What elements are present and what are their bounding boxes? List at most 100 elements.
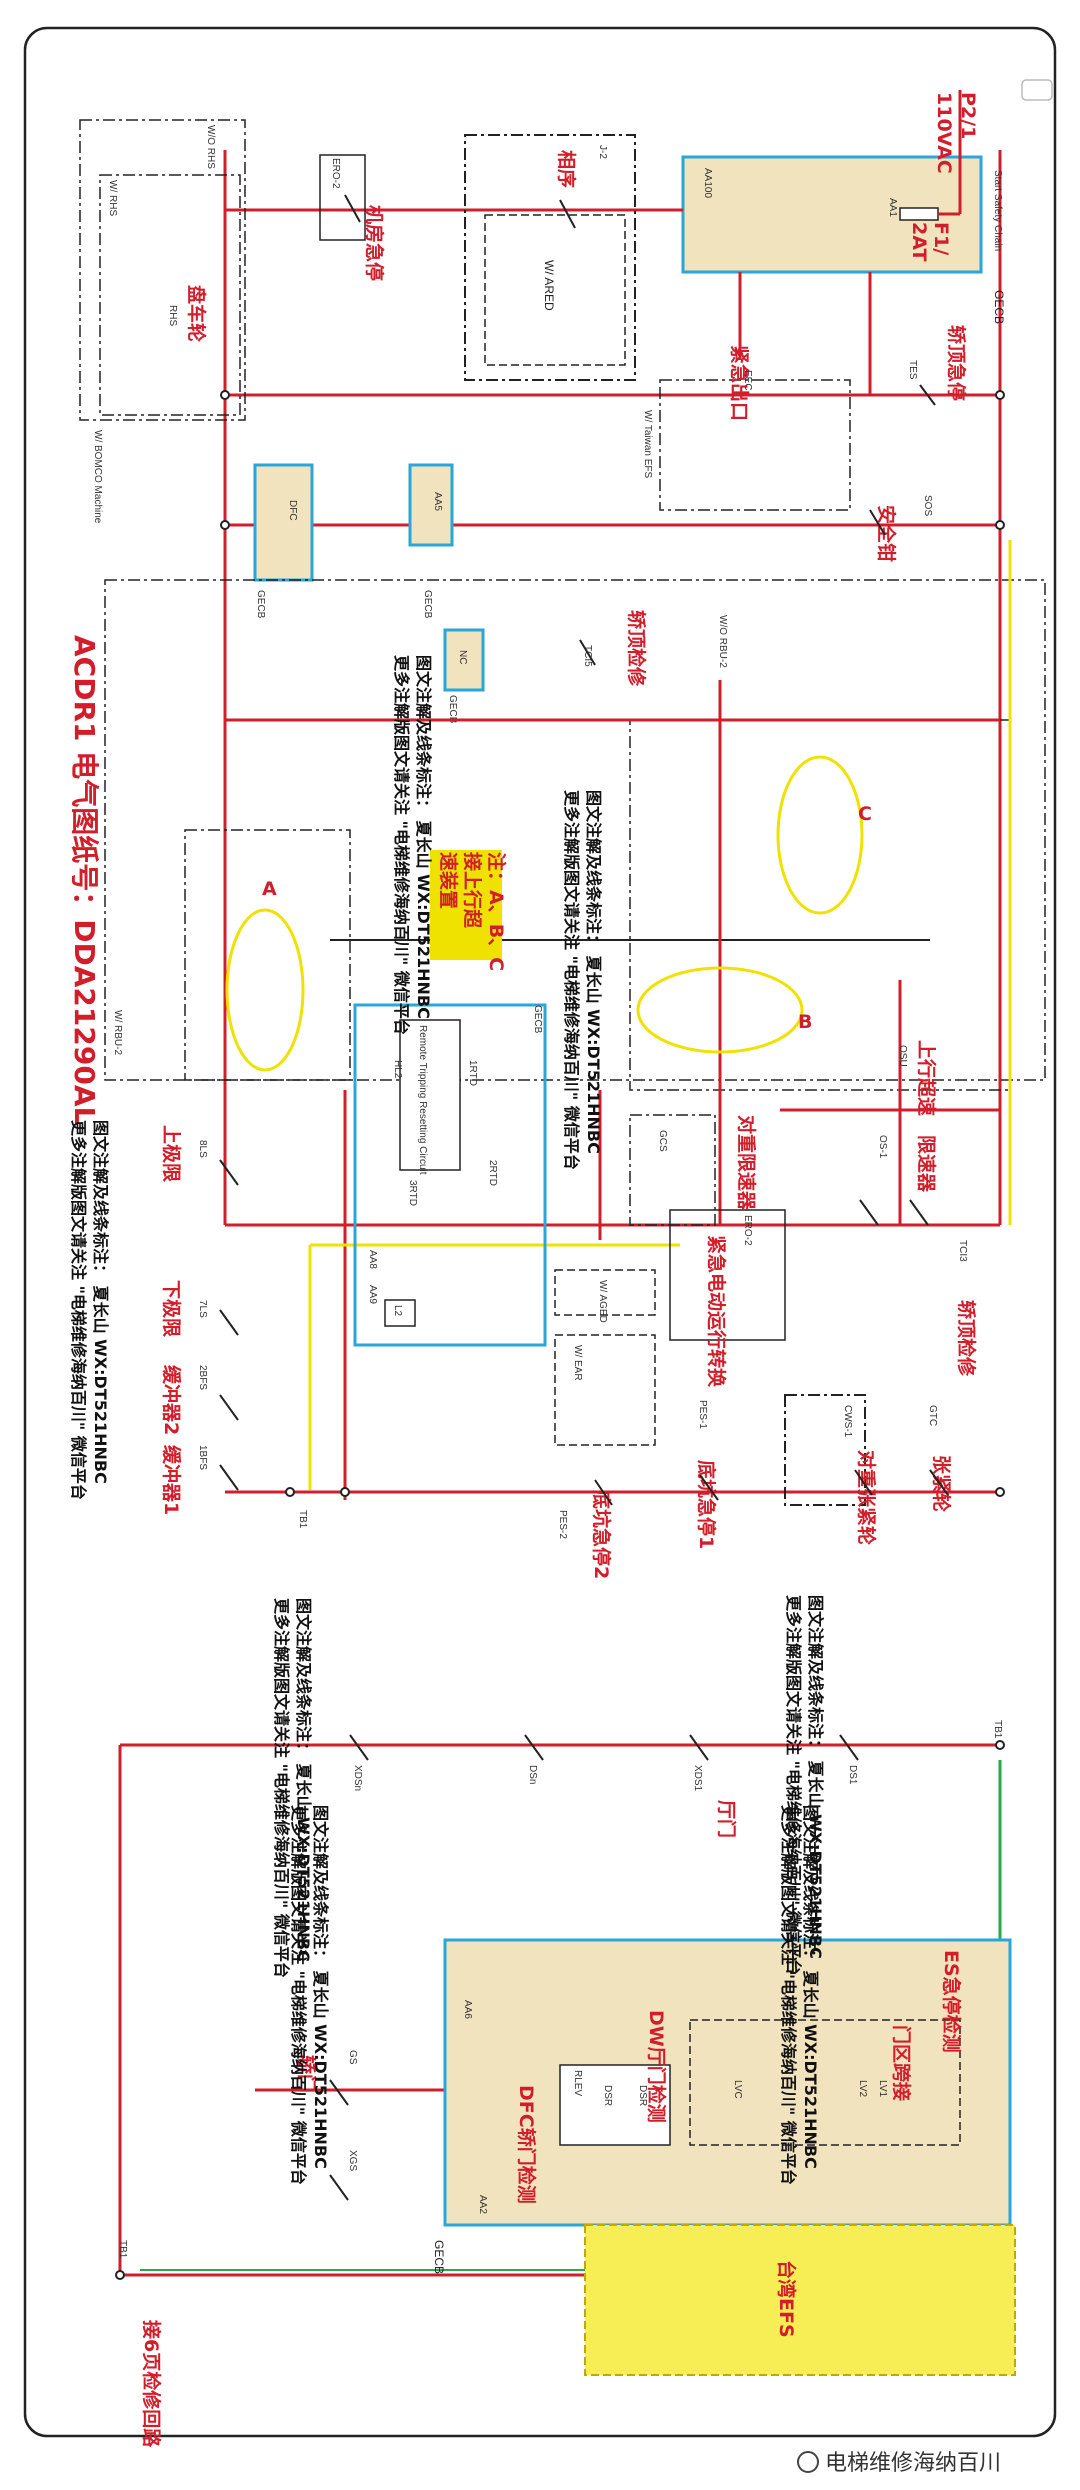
label-j2: J-2 — [597, 145, 608, 159]
note-abc-line1: 注：A、B、C — [485, 852, 508, 971]
box-j2 — [464, 134, 636, 381]
note-2-line1: 图文注解及线条标注： 夏长山 WX:DT521HNBC — [414, 655, 433, 1019]
switch-symbols-top — [220, 194, 1005, 666]
note-3-line2: 更多注解版图文请关注 "电梯维修海纳百川" 微信平台 — [69, 1120, 88, 1500]
corner-mark — [1021, 79, 1053, 101]
note-1: 图文注解及线条标注： 夏长山 WX:DT521HNBC 更多注解版图文请关注 "… — [562, 790, 603, 1170]
label-gs: GS — [347, 2050, 358, 2065]
label-jiche: 机房急停 — [363, 205, 386, 281]
label-hl2: HL2 — [392, 1060, 403, 1079]
box-rbu2 — [184, 829, 351, 1081]
label-jiaoding: 轿顶急停 — [945, 325, 968, 401]
note-4-line1: 图文注解及线条标注： 夏长山 WX:DT521HNBC — [806, 1595, 825, 1959]
gecb-top-label: GECB — [992, 290, 1006, 324]
label-gtc: GTC — [927, 1405, 938, 1426]
box-rbu1 — [629, 719, 1011, 1091]
page-title: ACDR1 电气图纸号：DDA21290AL — [68, 635, 101, 1124]
note-2: 图文注解及线条标注： 夏长山 WX:DT521HNBC 更多注解版图文请关注 "… — [392, 655, 433, 1035]
outer-frame — [23, 26, 1057, 2438]
gecb-safety-label: Start Safety Chain — [992, 170, 1003, 251]
label-gecb-bottom: GECB — [432, 2240, 446, 2274]
box-cws1 — [784, 1394, 866, 1506]
label-ero2-mid: ERO-2 — [742, 1215, 753, 1246]
note-5: 图文注解及线条标注： 夏长山 WX:DT521HNBC 更多注解版图文请关注 "… — [272, 1598, 313, 1978]
box-ero2-mid — [669, 1209, 786, 1341]
label-aa9: AA9 — [367, 1285, 378, 1304]
switch-symbols-mid — [219, 1159, 1005, 1506]
marker-c: C — [858, 803, 872, 825]
box-ero2-top — [319, 154, 366, 241]
label-es-jiting: ES急停检测 — [940, 1950, 963, 2053]
label-lv1: LV1 — [877, 2080, 888, 2097]
box-wo-rhs — [79, 119, 246, 421]
label-xiansuqi: 限速器 — [915, 1135, 938, 1193]
label-tb1-left: TB1 — [117, 2240, 128, 2259]
box-ear — [554, 1334, 656, 1446]
label-cws1: CWS-1 — [842, 1405, 853, 1438]
label-gecb-nc: GECB — [447, 695, 458, 724]
label-duizhong-zhangjin: 对重张紧轮 — [855, 1450, 878, 1545]
note-6-line2: 更多注解版图文请关注 "电梯维修海纳百川" 微信平台 — [289, 1805, 308, 2185]
label-tci3: TCI3 — [957, 1240, 968, 1262]
label-lv2: LV2 — [857, 2080, 868, 2097]
fuse-rating: 2AT — [908, 222, 930, 261]
label-menqu: 门区跨接 — [890, 2025, 913, 2101]
note-5-line2: 更多注解版图文请关注 "电梯维修海纳百川" 微信平台 — [272, 1598, 291, 1978]
label-xdsn: XDSn — [352, 1765, 363, 1791]
label-duizhong: 对重限速器 — [735, 1115, 758, 1211]
label-zhangjinlun: 张紧轮 — [930, 1455, 953, 1512]
l2-symbol — [384, 1299, 416, 1327]
gecb-nc-box — [443, 628, 485, 692]
label-3rtd: 3RTD — [407, 1180, 418, 1206]
gecb-aa6-box — [253, 463, 314, 582]
label-eec: EEC — [742, 370, 753, 391]
remote-tripping-box — [399, 1019, 461, 1171]
marker-b: B — [798, 1011, 812, 1033]
label-wo-rhs: W/O RHS — [205, 125, 216, 169]
label-l2: L2 — [392, 1305, 403, 1317]
label-2rtd: 2RTD — [487, 1160, 498, 1186]
label-shangxing: 上行超速 — [915, 1040, 938, 1116]
label-huanchong2: 缓冲器2 — [160, 1365, 183, 1435]
label-anquanchui: 安全钳 — [875, 505, 898, 562]
label-aged: W/ AGED — [597, 1280, 608, 1323]
note-abc-line2: 接上行超 — [461, 852, 484, 929]
note-4: 图文注解及线条标注： 夏长山 WX:DT521HNBC 更多注解版图文请关注 "… — [784, 1595, 825, 1975]
label-tb1-mid: TB1 — [297, 1510, 308, 1529]
aa1-label: AA1 — [887, 198, 898, 217]
marker-circle-c — [776, 755, 864, 915]
note-7-line2: 更多注解版图文请关注 "电梯维修海纳百川" 微信平台 — [779, 1805, 798, 2185]
label-w-taiwan: W/ Taiwan EFS — [642, 410, 653, 478]
label-ear: W/ EAR — [572, 1345, 583, 1381]
label-dw-ting: DW厅门检测 — [645, 2010, 668, 2123]
label-dfc-jiao: DFC轿门检测 — [515, 2085, 538, 2204]
label-jiaomen: 轿门 — [295, 2055, 318, 2093]
aa100-label: AA100 — [702, 168, 713, 198]
label-dsn: DSn — [527, 1765, 538, 1784]
label-ero2: ERO-2 — [330, 158, 341, 189]
label-wo-rbu2: W/O RBU-2 — [717, 615, 728, 668]
label-tb1-bottom: TB1 — [992, 1720, 1003, 1739]
label-dfc-inner: DSR — [637, 2085, 648, 2106]
label-8ls: 8LS — [197, 1140, 208, 1158]
label-w-ared: W/ ARED — [542, 260, 556, 311]
label-aa2: AA6 — [462, 2000, 473, 2019]
label-jinji-dianyun: 紧急电动运行转换 — [705, 1235, 728, 1388]
marker-a: A — [262, 878, 277, 900]
fuse-f1 — [899, 207, 939, 221]
note-abc-line3: 速装置 — [437, 852, 460, 909]
note-7: 图文注解及线条标注： 夏长山 WX:DT521HNBC 更多注解版图文请关注 "… — [779, 1805, 820, 2185]
gecb-mid-box — [353, 1003, 547, 1347]
dfc-inner-box — [559, 2064, 671, 2146]
label-xgs: XGS — [347, 2150, 358, 2171]
label-sos: SOS — [922, 495, 933, 516]
marker-circle-b — [636, 966, 804, 1054]
label-2bfs: 2BFS — [197, 1365, 208, 1390]
aa6-label: DFC — [287, 500, 298, 521]
box-taiwan-efs — [659, 379, 851, 511]
label-jinji: 紧急出口 — [728, 345, 751, 421]
note-3: 图文注解及线条标注： 夏长山 WX:DT521HNBC 更多注解版图文请关注 "… — [69, 1120, 110, 1500]
label-bomco: W/ BOMCO Machine — [92, 430, 103, 524]
note-6: 图文注解及线条标注： 夏长山 WX:DT521HNBC 更多注解版图文请关注 "… — [289, 1805, 330, 2185]
